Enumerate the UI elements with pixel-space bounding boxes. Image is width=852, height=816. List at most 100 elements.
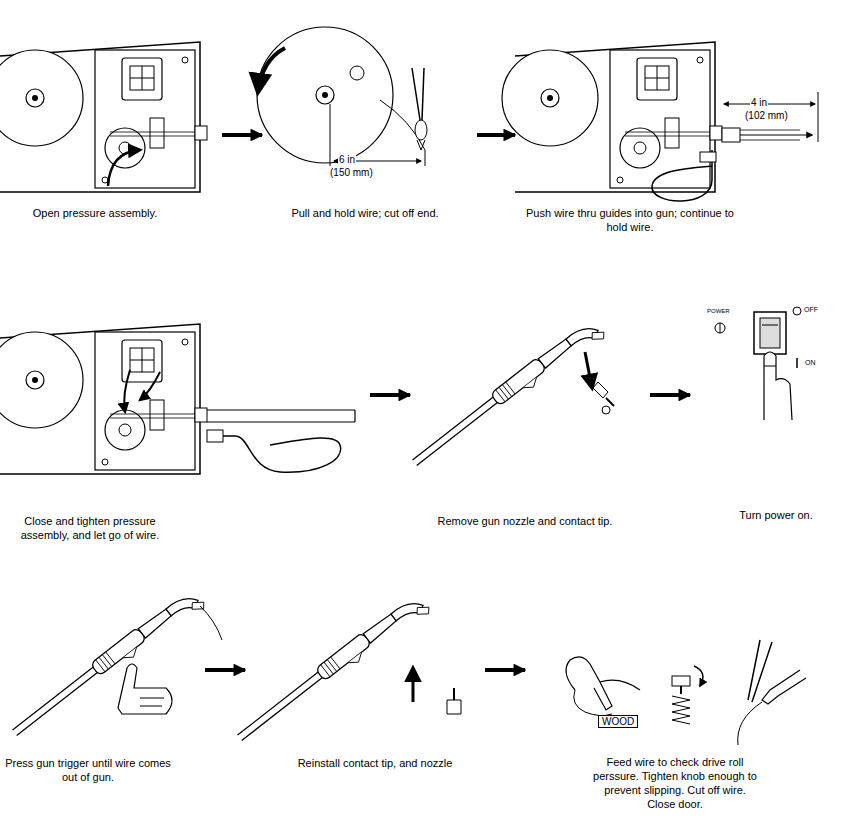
step-reinstall <box>412 668 415 702</box>
step-power-on <box>715 323 725 333</box>
step-check-pressure <box>672 676 690 686</box>
step-panel: Feed wire to check drive roll perssure. … <box>525 580 840 815</box>
step-arrow <box>205 668 245 672</box>
step-arrow <box>222 133 262 137</box>
step-reinstall <box>453 688 455 700</box>
dimension-label: (150 mm) <box>329 167 374 178</box>
step-power-on <box>715 307 801 420</box>
step-caption: Feed wire to check drive roll perssure. … <box>590 755 760 811</box>
step-cut-wire <box>258 48 285 92</box>
step-cut-wire <box>412 68 424 120</box>
step-caption: Press gun trigger until wire comes out o… <box>3 756 173 784</box>
step-check-pressure <box>566 640 806 745</box>
step-press-trigger <box>140 698 164 706</box>
step-check-pressure <box>694 666 703 686</box>
step-panel: Close and tighten pressure assembly, and… <box>0 318 370 546</box>
step-close-pressure <box>223 436 341 472</box>
step-panel: Pull and hold wire; cut off end. <box>262 40 477 230</box>
dimension-label: 4 in <box>750 97 768 108</box>
step-open-pressure <box>108 150 140 186</box>
step-caption: Reinstall contact tip, and nozzle <box>270 756 480 770</box>
step-close-pressure <box>207 430 223 442</box>
step-caption: Pull and hold wire; cut off end. <box>265 206 465 220</box>
step-push-wire <box>818 92 819 142</box>
switch-label: OFF <box>803 306 819 314</box>
step-press-trigger <box>200 606 222 640</box>
step-cut-wire <box>415 120 427 140</box>
step-remove-nozzle <box>606 398 614 406</box>
step-remove-nozzle <box>593 382 608 398</box>
step-close-pressure <box>124 370 130 412</box>
step-panel: Push wire thru guides into gun; continue… <box>515 40 835 230</box>
step-push-wire <box>502 42 722 192</box>
step-remove-nozzle <box>602 406 610 414</box>
step-remove-nozzle <box>410 315 614 477</box>
step-reinstall <box>235 590 432 752</box>
step-close-pressure <box>0 324 355 474</box>
step-cut-wire <box>257 27 393 163</box>
switch-label: POWER <box>706 308 731 315</box>
step-press-trigger <box>10 585 207 747</box>
step-cut-wire <box>417 140 425 150</box>
step-caption: Open pressure assembly. <box>20 206 170 220</box>
step-close-pressure <box>0 324 207 474</box>
step-check-pressure <box>672 696 690 724</box>
step-push-wire <box>740 134 812 135</box>
step-power-on <box>764 352 792 420</box>
step-caption: Close and tighten pressure assembly, and… <box>0 514 180 542</box>
step-power-on <box>762 325 778 326</box>
material-label: WOOD <box>598 715 638 728</box>
step-panel: Turn power on. <box>690 300 840 546</box>
step-open-pressure <box>0 42 207 192</box>
step-power-on <box>764 366 776 367</box>
step-panel: Press gun trigger until wire comes out o… <box>0 580 205 790</box>
step-cut-wire <box>322 92 328 98</box>
step-power-on <box>793 307 801 315</box>
step-push-wire <box>740 130 800 140</box>
step-reinstall <box>235 590 461 752</box>
step-check-pressure <box>738 702 762 745</box>
step-push-wire <box>724 104 815 105</box>
step-close-pressure <box>207 410 355 422</box>
step-push-wire <box>502 42 818 201</box>
step-close-pressure <box>140 372 160 400</box>
switch-label: ON <box>804 359 817 367</box>
step-panel: Open pressure assembly. <box>0 40 222 230</box>
step-remove-nozzle <box>585 352 592 388</box>
step-caption: Push wire thru guides into gun; continue… <box>520 206 740 234</box>
step-panel: Reinstall contact tip, and nozzle <box>245 580 485 790</box>
step-power-on <box>720 323 721 333</box>
step-check-pressure <box>574 690 612 716</box>
step-push-wire <box>700 152 716 162</box>
step-remove-nozzle <box>410 315 607 477</box>
step-press-trigger <box>118 664 172 714</box>
step-open-pressure <box>0 42 207 192</box>
step-panel: Remove gun nozzle and contact tip. <box>410 318 650 546</box>
step-arrow <box>370 393 410 397</box>
step-arrow <box>477 133 515 137</box>
step-cut-wire <box>257 27 427 166</box>
step-push-wire <box>722 128 740 142</box>
dimension-label: (102 mm) <box>744 110 789 121</box>
step-check-pressure <box>680 686 682 694</box>
step-check-pressure <box>748 640 772 702</box>
step-arrow <box>650 393 690 397</box>
step-cut-wire <box>330 104 425 166</box>
step-cut-wire <box>316 86 334 104</box>
step-check-pressure <box>600 680 640 690</box>
step-check-pressure <box>762 670 806 704</box>
step-check-pressure <box>566 657 612 710</box>
step-reinstall <box>447 700 461 714</box>
step-arrow <box>485 668 525 672</box>
step-caption: Remove gun nozzle and contact tip. <box>410 514 640 528</box>
step-power-on <box>760 318 780 348</box>
dimension-label: 6 in <box>338 154 356 165</box>
step-caption: Turn power on. <box>706 508 846 522</box>
step-power-on <box>754 312 786 354</box>
step-power-on <box>796 358 798 368</box>
step-press-trigger <box>10 585 222 747</box>
step-cut-wire <box>350 66 364 80</box>
